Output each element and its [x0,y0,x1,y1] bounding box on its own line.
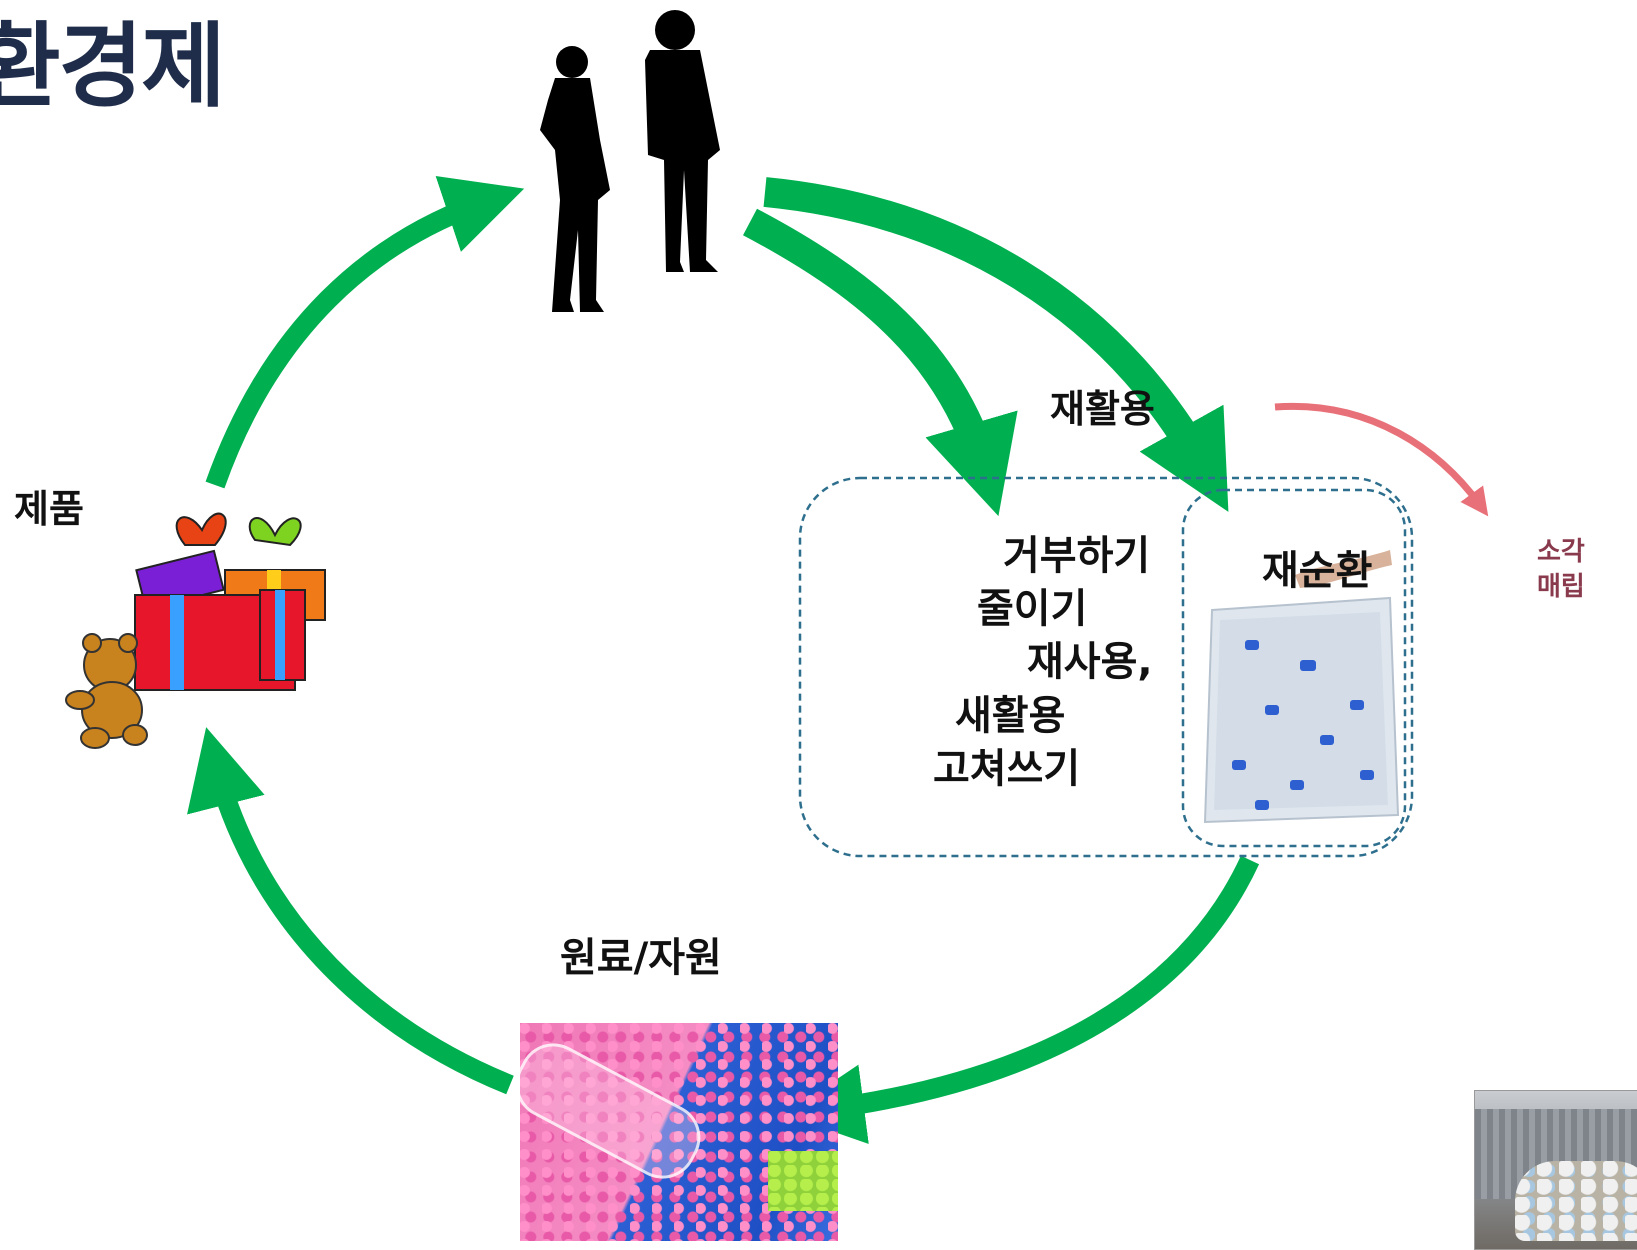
raw-material-label: 원료/자원 [560,935,722,981]
recycling-label: 재활용 [1050,387,1155,431]
disposal-label: 소각 매립 [1537,535,1585,605]
people-silhouette-icon [540,10,720,312]
list-item-upcycle: 새활용 [955,692,1066,739]
landfill-photo [1474,1090,1637,1250]
arrow-consumer-to-recirc [763,177,1229,512]
arrow-raw-to-product [187,727,514,1095]
recirculation-label: 재순환 [1262,548,1373,594]
reuse-dashed-box [798,476,1414,858]
list-item-refuse: 거부하기 [1003,533,1151,579]
list-item-repair: 고쳐쓰기 [933,745,1081,792]
landfill-label: 매립 [1537,572,1585,603]
plastic-bottle-bag-photo [1203,550,1400,824]
gift-boxes-teddy-bear-icon [65,512,326,749]
plastic-pellets-photo [520,1023,838,1241]
arrow-consumer-to-reduce [743,208,1018,517]
list-item-reduce: 줄이기 [977,586,1088,633]
page-title: 환경제 [0,13,226,120]
recirc-dashed-box [1181,488,1407,848]
arrow-recirc-to-raw [784,855,1260,1144]
arrow-to-incineration [1274,402,1489,517]
incineration-label: 소각 [1537,537,1585,567]
reduce-reuse-list: 거부하기 줄이기 재사용, 새활용 고쳐쓰기 [915,530,1153,796]
list-item-reuse: 재사용, [1027,639,1153,686]
arrow-product-to-consumer [205,175,525,489]
product-label: 제품 [14,487,84,531]
